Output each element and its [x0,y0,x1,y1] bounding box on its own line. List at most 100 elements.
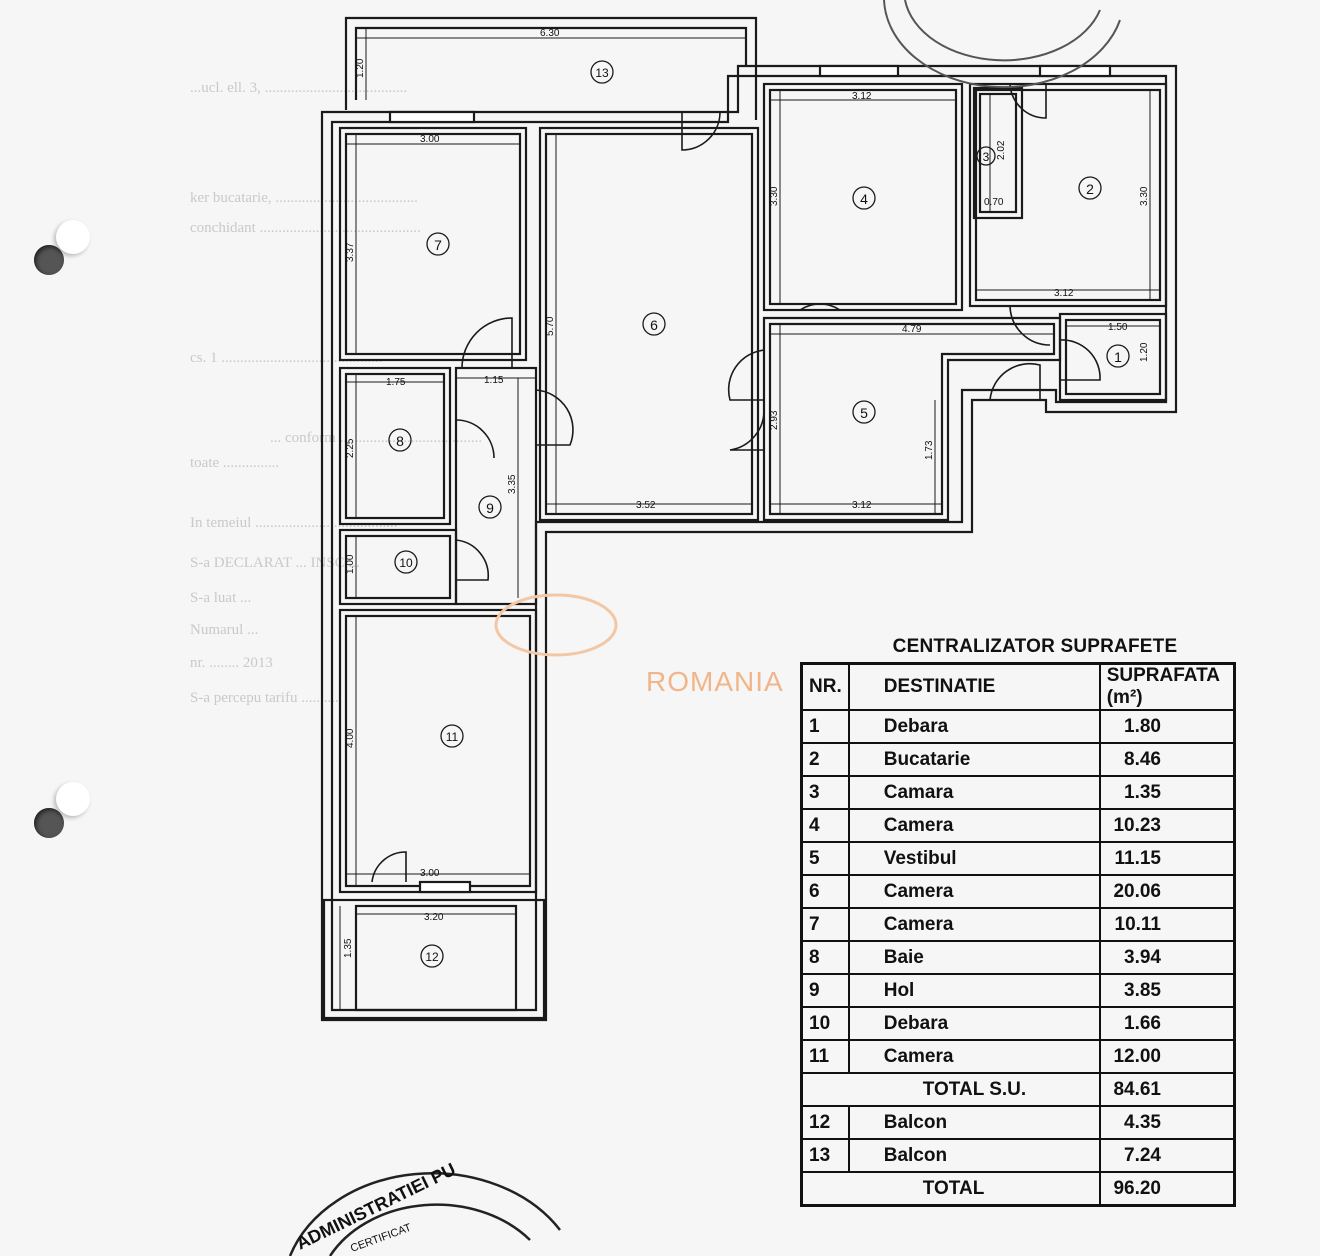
dimension-label: 1.35 [343,938,354,958]
dimension-label: 4.00 [345,728,356,748]
cell-destination: Hol [847,973,1101,1008]
punch-hole-icon [34,808,64,838]
dimension-label: 3.12 [852,91,872,102]
dimension-label: 6.30 [540,28,560,39]
dimension-label: 3.30 [769,186,780,206]
room-number: 11 [446,730,459,744]
bleed-line: S-a luat ... [190,590,252,606]
stamp-bottom [288,1172,561,1256]
cell-nr: 7 [800,907,850,942]
punch-hole-icon [56,220,90,254]
cell-area: 7.24 [1098,1138,1236,1173]
door-arc-icon [799,303,841,311]
dimension-label: 0.70 [984,197,1004,208]
bleed-line: S-a percepu tarifu .......... [190,690,339,706]
room-number: 8 [396,433,404,449]
cell-nr: 11 [800,1039,850,1074]
dimension-label: 3.00 [420,134,440,145]
cell-area: 1.35 [1098,775,1236,810]
cell-destination: Camera [847,907,1101,942]
cell-nr: 12 [800,1105,850,1140]
cell-nr: 13 [800,1138,850,1173]
dimension-label: 3.52 [636,500,656,511]
cell-nr: 8 [800,940,850,975]
dimension-label: 3.37 [345,242,356,262]
room-numbers: 1 2 3 4 5 6 7 8 9 10 11 12 13 [396,66,1122,964]
cell-area: 11.15 [1098,841,1236,876]
cell-area: 10.23 [1098,808,1236,843]
cell-nr: 6 [800,874,850,909]
bleed-line: nr. ........ 2013 [190,655,273,671]
dimension-label: 1.15 [484,375,504,386]
dimension-label: 2.25 [345,438,356,458]
dimension-label: 1.50 [1108,322,1128,333]
door-arc-icon [371,851,407,883]
cell-nr: 1 [800,709,850,744]
room-number: 5 [860,405,868,421]
cell-nr: 4 [800,808,850,843]
punch-hole-icon [56,782,90,816]
cell-area: 8.46 [1098,742,1236,777]
dimension-label: 3.12 [1054,288,1074,299]
room-number: 3 [983,150,990,164]
bleed-line: toate ............... [190,455,280,471]
door-arc-icon [729,409,765,451]
cell-destination: Balcon [847,1105,1101,1140]
bleed-line: ker bucatarie, .........................… [190,190,418,206]
dimension-lines [339,28,1160,1010]
door-arc-icon [535,389,574,446]
cell-nr: 9 [800,973,850,1008]
cell-nr [800,1072,849,1107]
cell-area: 3.85 [1098,973,1236,1008]
cell-nr: 10 [800,1006,850,1041]
cell-nr: 5 [800,841,850,876]
dimension-label: 3.12 [852,500,872,511]
seal-arc-icon [494,593,618,657]
cell-area: 4.35 [1098,1105,1236,1140]
walls [320,16,1178,1022]
door-arc-icon [1009,305,1051,346]
room-number: 2 [1086,181,1094,197]
dimension-label: 3.30 [1139,186,1150,206]
bleed-line: ...ucl. ell. 3, ........................… [190,80,408,96]
cell-destination: Camera [847,1039,1101,1074]
dimension-label: 5.70 [545,316,556,336]
table-row: TOTAL S.U.84.61 [800,1072,1236,1107]
dimension-label: 2.02 [996,140,1007,160]
cell-area: 84.61 [1098,1072,1236,1107]
dimension-label: 4.79 [902,324,922,335]
dimension-label: 1.73 [924,440,935,460]
dimension-label: 2.93 [769,410,780,430]
door-arc-icon [681,111,721,151]
cell-area: 10.11 [1098,907,1236,942]
dimension-label: 3.20 [424,912,444,923]
dimension-label: 1.20 [355,58,366,78]
dimension-label: 1.00 [345,554,356,574]
cell-destination: Camera [847,874,1101,909]
room-number: 4 [860,191,868,207]
cell-nr [800,1171,849,1207]
cell-destination: Vestibul [847,841,1101,876]
cell-destination: Debara [847,709,1101,744]
cell-area: 3.94 [1098,940,1236,975]
bleed-line: Numarul ... [190,622,259,638]
door-arc-icon [455,419,495,459]
cell-destination: Camera [847,808,1101,843]
door-arc-icon [1059,339,1101,381]
dimension-labels: 6.30 1.20 3.12 3.00 3.37 5.70 3.30 2.02 … [343,28,1150,958]
cell-nr: 3 [800,775,850,810]
